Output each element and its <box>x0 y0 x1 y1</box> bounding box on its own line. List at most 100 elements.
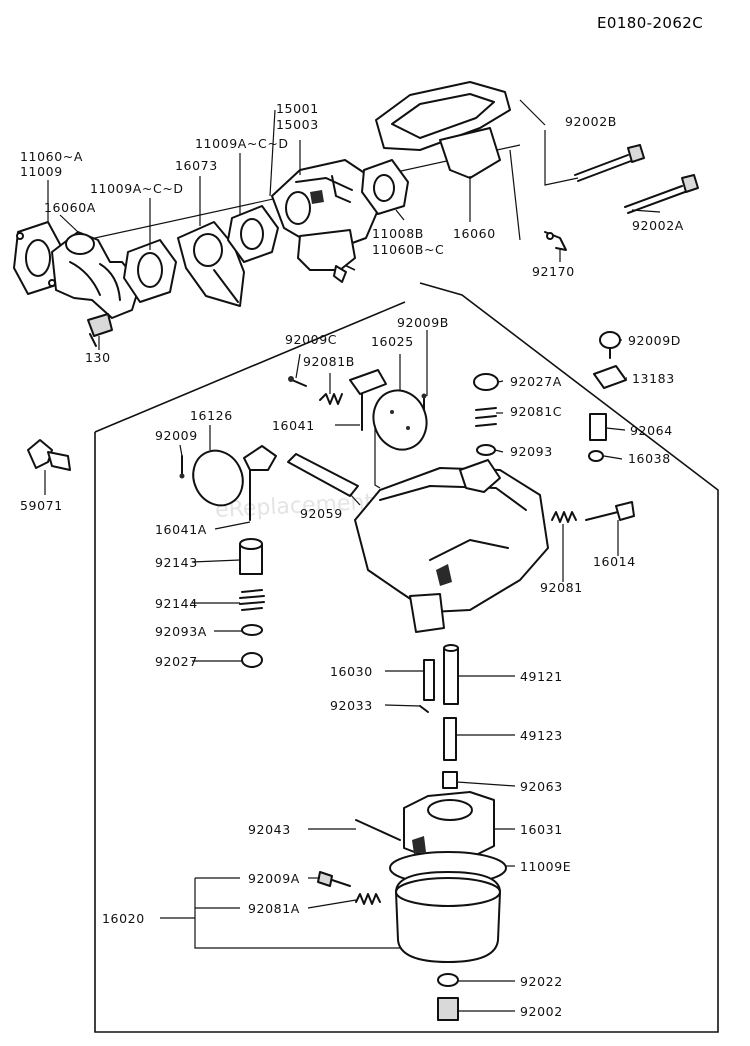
label-92027: 92027 <box>155 654 198 669</box>
label-16041: 16041 <box>272 418 315 433</box>
label-49123: 49123 <box>520 728 563 743</box>
bolt-92002B-drawing[interactable] <box>574 144 645 182</box>
screw-92009C-drawing[interactable] <box>288 376 307 387</box>
nozzle-49123-drawing[interactable] <box>443 717 457 761</box>
choke-shaft-16041A-drawing[interactable] <box>243 445 277 521</box>
carburetor-body-drawing[interactable] <box>354 459 549 633</box>
label-11009: 11009 <box>20 164 63 179</box>
tube-92059-drawing[interactable] <box>287 453 359 497</box>
detail-frame-top <box>94 301 406 433</box>
air-housing-16060-drawing[interactable] <box>375 81 511 179</box>
label-16041A: 16041A <box>155 522 207 537</box>
washer-92093A-drawing[interactable] <box>241 624 263 636</box>
washer-92093-drawing[interactable] <box>476 444 496 456</box>
label-92002B: 92002B <box>565 114 617 129</box>
gasket-11009A-1-drawing[interactable] <box>123 239 177 303</box>
label-11060A: 11060~A <box>20 149 83 164</box>
jet-92143-drawing[interactable] <box>239 538 263 575</box>
carburetor-assembly-15001-drawing[interactable] <box>271 159 379 283</box>
screw-16014-drawing[interactable] <box>585 501 635 521</box>
screw-92009B-drawing[interactable] <box>421 393 427 411</box>
label-92093: 92093 <box>510 444 553 459</box>
label-92143: 92143 <box>155 555 198 570</box>
label-16025: 16025 <box>371 334 414 349</box>
gasket-11008B-drawing[interactable] <box>361 159 409 215</box>
screw-92009-drawing[interactable] <box>179 455 185 479</box>
label-16031: 16031 <box>520 822 563 837</box>
screw-92009A-drawing[interactable] <box>317 871 351 887</box>
gasket-11060-drawing[interactable] <box>13 221 63 295</box>
label-92002: 92002 <box>520 1004 563 1019</box>
knob-92009D-drawing[interactable] <box>599 331 621 359</box>
reference-code: E0180-2062C <box>597 14 703 32</box>
label-92093A: 92093A <box>155 624 207 639</box>
cap-92027-drawing[interactable] <box>241 652 263 668</box>
spring-92081B-drawing[interactable] <box>319 393 343 405</box>
screw-130-drawing[interactable] <box>87 313 113 347</box>
label-16030: 16030 <box>330 664 373 679</box>
label-59071: 59071 <box>20 498 63 513</box>
label-92043: 92043 <box>248 822 291 837</box>
pin-16030-drawing[interactable] <box>423 659 435 701</box>
lever-13183-drawing[interactable] <box>593 365 627 389</box>
gasket-11009A-2-drawing[interactable] <box>227 205 279 263</box>
label-92009B: 92009B <box>397 315 449 330</box>
label-11009E: 11009E <box>520 859 571 874</box>
washer-92022-drawing[interactable] <box>437 973 459 987</box>
label-16073: 16073 <box>175 158 218 173</box>
label-92027A: 92027A <box>510 374 562 389</box>
label-16020: 16020 <box>102 911 145 926</box>
label-92009A: 92009A <box>248 871 300 886</box>
fitting-59071-drawing[interactable] <box>27 439 71 471</box>
jet-92063-drawing[interactable] <box>442 771 458 789</box>
label-92009C: 92009C <box>285 332 337 347</box>
label-92059: 92059 <box>300 506 343 521</box>
throttle-shaft-16041-drawing[interactable] <box>349 369 387 431</box>
intake-elbow-16060A-drawing[interactable] <box>51 231 141 319</box>
label-92081A: 92081A <box>248 901 300 916</box>
label-92009: 92009 <box>155 428 198 443</box>
insulator-16073-drawing[interactable] <box>177 221 245 307</box>
label-92081: 92081 <box>540 580 583 595</box>
label-92144: 92144 <box>155 596 198 611</box>
label-13183: 13183 <box>632 371 675 386</box>
label-92009D: 92009D <box>628 333 681 348</box>
cap-92027A-drawing[interactable] <box>473 373 499 391</box>
label-92063: 92063 <box>520 779 563 794</box>
label-11060BC: 11060B~C <box>372 242 444 257</box>
label-11009A-1: 11009A~C~D <box>90 181 184 196</box>
detail-frame <box>94 282 719 1033</box>
label-92022: 92022 <box>520 974 563 989</box>
label-92033: 92033 <box>330 698 373 713</box>
oring-16038-drawing[interactable] <box>588 450 604 462</box>
tube-49121-drawing[interactable] <box>443 644 459 705</box>
spring-92081A-drawing[interactable] <box>355 893 381 905</box>
label-49121: 49121 <box>520 669 563 684</box>
clip-92033-drawing[interactable] <box>419 705 429 713</box>
float-bowl-16020-drawing[interactable] <box>395 871 501 963</box>
label-15003: 15003 <box>276 117 319 132</box>
label-92081B: 92081B <box>303 354 355 369</box>
pin-92043-drawing[interactable] <box>355 819 401 841</box>
label-15001: 15001 <box>276 101 319 116</box>
choke-plate-16126-drawing[interactable] <box>184 442 251 513</box>
spring-92081C-drawing[interactable] <box>475 407 497 427</box>
spring-92144-drawing[interactable] <box>239 589 265 611</box>
spring-92081-drawing[interactable] <box>551 511 577 523</box>
label-16126: 16126 <box>190 408 233 423</box>
bolt-92002A-drawing[interactable] <box>624 174 699 214</box>
label-92064: 92064 <box>630 423 673 438</box>
label-16014: 16014 <box>593 554 636 569</box>
label-16060: 16060 <box>453 226 496 241</box>
label-130: 130 <box>85 350 111 365</box>
float-16031-drawing[interactable] <box>403 791 495 859</box>
clip-92170-drawing[interactable] <box>544 231 567 251</box>
bolt-92002-drawing[interactable] <box>437 997 459 1021</box>
label-11008B: 11008B <box>372 226 424 241</box>
label-11009A-2: 11009A~C~D <box>195 136 289 151</box>
label-92170: 92170 <box>532 264 575 279</box>
fitting-92064-drawing[interactable] <box>589 413 607 441</box>
leader-lines <box>44 99 661 1012</box>
